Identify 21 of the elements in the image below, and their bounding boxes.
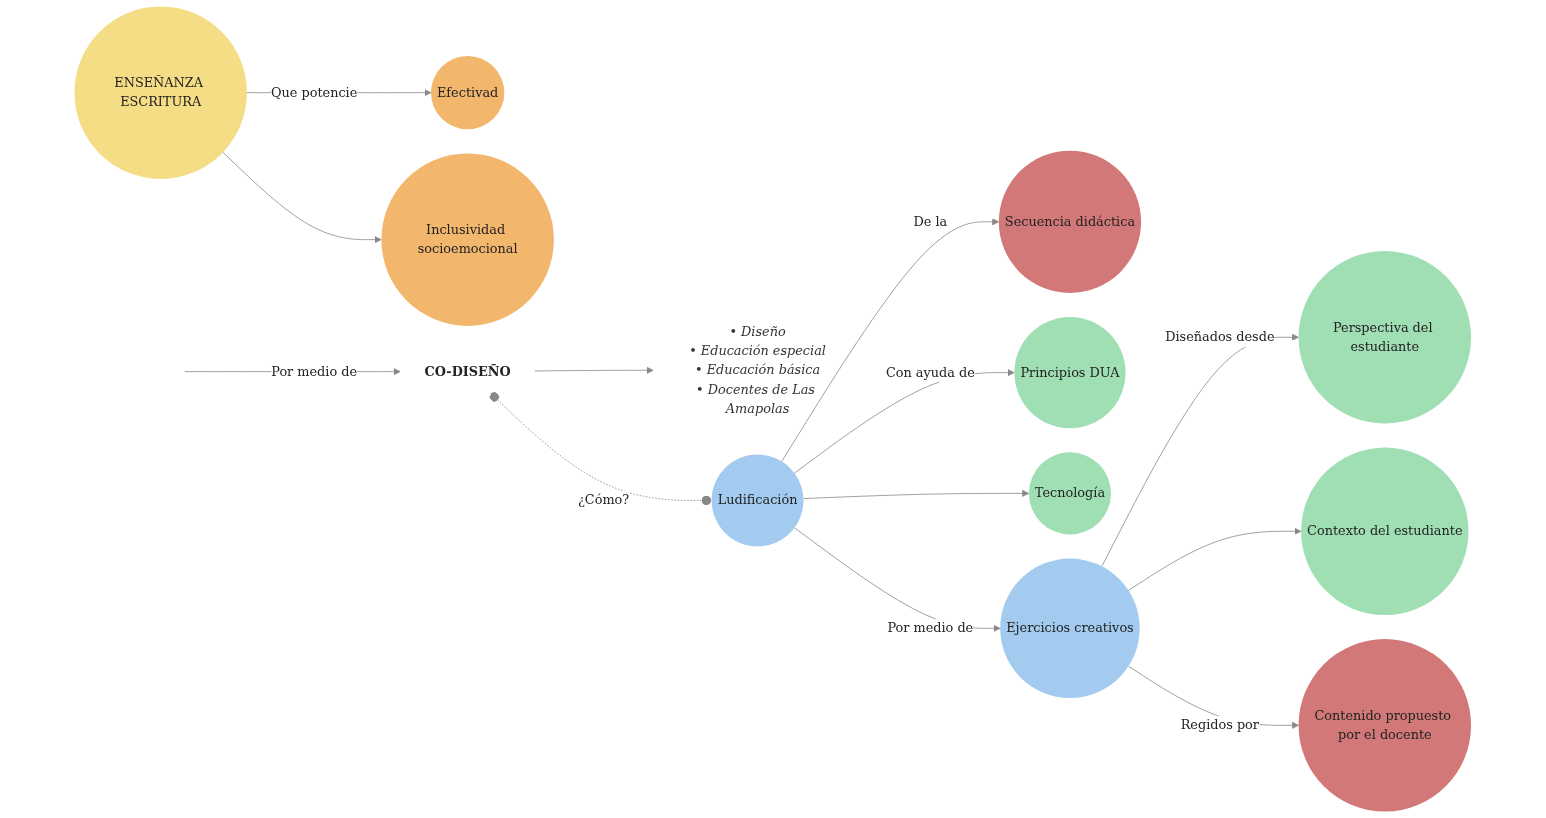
- node-text: CO-DISEÑO: [424, 363, 512, 379]
- edge-label: Por medio de: [887, 620, 974, 636]
- edge-label: Regidos por: [1180, 717, 1260, 733]
- edge-label: Por medio de: [271, 363, 358, 379]
- node-circle: ENSEÑANZA ESCRITURA: [74, 6, 248, 179]
- edge-label: ¿Cómo?: [578, 492, 630, 508]
- node-circle: Contenido propuesto por el docente: [1298, 639, 1472, 812]
- node-circle: Efectivad: [431, 56, 505, 130]
- node-circle: Principios DUA: [1014, 317, 1126, 429]
- edge-label: Diseñados desde: [1165, 329, 1275, 345]
- node-circle: Ejercicios creativos: [1000, 558, 1140, 699]
- edge-label: De la: [913, 213, 948, 230]
- node-circle: Tecnología: [1029, 452, 1112, 535]
- node-circle: Contexto del estudiante: [1301, 447, 1469, 615]
- node-circle: Secuencia didáctica: [999, 150, 1142, 293]
- node-circle: Inclusividad socioemocional: [381, 153, 555, 326]
- node-circle: Perspectiva del estudiante: [1298, 251, 1472, 424]
- node-text: • Diseño • Educación especial • Educación básica • Docentes de Las Amapolas: [689, 323, 827, 417]
- edge-label: Que potencie: [271, 84, 358, 100]
- edge-label: Con ayuda de: [886, 364, 975, 380]
- node-circle: Ludificación: [711, 454, 804, 547]
